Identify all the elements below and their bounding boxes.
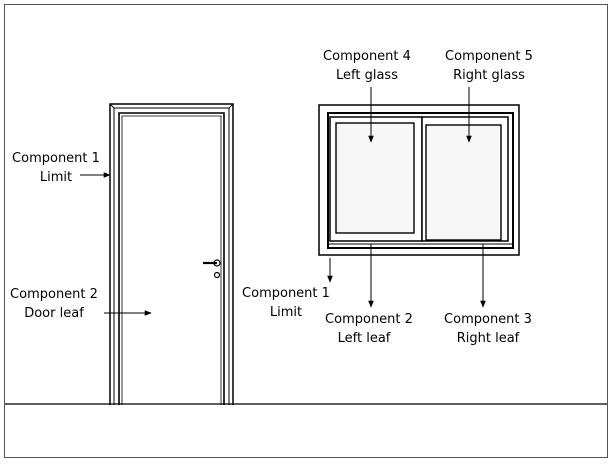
label-right-leaf-line1: Component 3 bbox=[444, 312, 532, 327]
window-right-glass bbox=[425, 124, 502, 241]
door-limit-inner bbox=[113, 107, 230, 405]
label-window-limit-line2: Limit bbox=[270, 305, 302, 320]
door-leaf-inner bbox=[121, 115, 222, 405]
window-left-glass bbox=[335, 122, 415, 234]
label-door-limit: Component 1 Limit bbox=[12, 151, 100, 185]
label-left-leaf-line1: Component 2 bbox=[325, 312, 413, 327]
label-window-limit-line1: Component 1 bbox=[242, 286, 330, 301]
door-handle-icon bbox=[203, 259, 221, 279]
label-right-leaf: Component 3 Right leaf bbox=[444, 312, 532, 346]
label-left-glass: Component 4 Left glass bbox=[323, 49, 411, 83]
label-left-leaf: Component 2 Left leaf bbox=[325, 312, 413, 346]
label-left-leaf-line2: Left leaf bbox=[338, 331, 391, 346]
door bbox=[109, 103, 234, 405]
label-window-limit: Component 1 Limit bbox=[242, 286, 330, 320]
label-door-limit-line2: Limit bbox=[40, 170, 72, 185]
door-limit-corner-right bbox=[228, 103, 234, 109]
door-leaf-shape bbox=[118, 112, 225, 405]
label-right-leaf-line2: Right leaf bbox=[457, 331, 520, 346]
label-door-limit-line1: Component 1 bbox=[12, 151, 100, 166]
door-limit-outer bbox=[109, 103, 234, 405]
label-door-leaf-line2: Door leaf bbox=[24, 306, 84, 321]
label-right-glass: Component 5 Right glass bbox=[445, 49, 533, 83]
label-right-glass-line1: Component 5 bbox=[445, 49, 533, 64]
label-door-leaf: Component 2 Door leaf bbox=[10, 287, 98, 321]
label-door-leaf-line1: Component 2 bbox=[10, 287, 98, 302]
door-limit-corner-left bbox=[109, 103, 115, 109]
label-right-glass-line2: Right glass bbox=[453, 68, 525, 83]
label-left-glass-line1: Component 4 bbox=[323, 49, 411, 64]
window bbox=[318, 104, 520, 256]
label-left-glass-line2: Left glass bbox=[336, 68, 398, 83]
